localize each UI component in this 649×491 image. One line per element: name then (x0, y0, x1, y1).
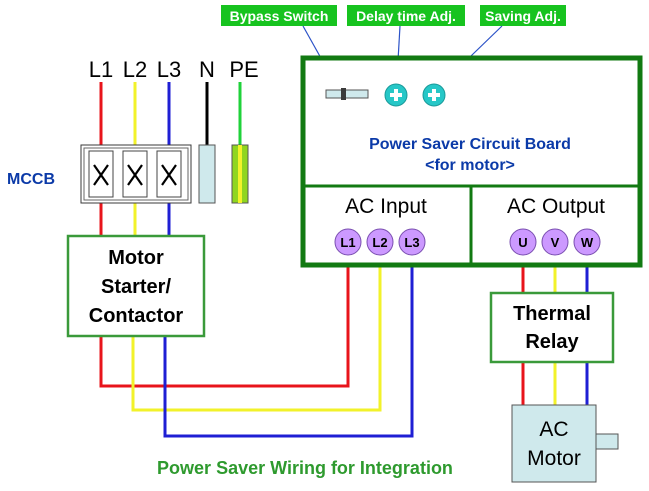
diagram-caption: Power Saver Wiring for Integration (157, 458, 453, 478)
mccb-label: MCCB (7, 171, 55, 188)
thermal-relay-line1: Thermal (513, 303, 591, 325)
ac-motor-shaft (595, 433, 619, 450)
wire-l2-to-board (131, 254, 382, 412)
terminal-out-w-label: W (581, 235, 594, 250)
supply-label-l3: L3 (157, 57, 181, 82)
motor-starter-line3: Contactor (89, 305, 184, 327)
ac-motor-line1: AC (539, 418, 568, 441)
terminal-out-u-label: U (518, 235, 527, 250)
plus-icon-vertical (394, 89, 398, 101)
callout-bypass: Bypass Switch (221, 5, 337, 26)
supply-label-l2: L2 (123, 57, 147, 82)
ac-input-label: AC Input (345, 195, 427, 218)
ac-motor-body (511, 404, 597, 483)
thermal-relay-box (489, 291, 615, 364)
callout-saving-bg (480, 5, 566, 26)
bypass-switch-lever (341, 88, 346, 100)
ac-output-label: AC Output (507, 195, 605, 218)
supply-label-n: N (199, 57, 215, 82)
wire-l3-to-board (163, 254, 414, 438)
terminal-out-u (509, 228, 537, 256)
terminal-out-v-label: V (551, 235, 560, 250)
neutral-terminal (198, 144, 216, 204)
mccb-contacts (93, 164, 177, 186)
callout-saving-text: Saving Adj. (485, 8, 561, 24)
ac-motor: AC Motor (511, 404, 619, 483)
saving-knob[interactable] (422, 83, 446, 107)
terminal-out-v (541, 228, 569, 256)
earth-terminal-stripe (238, 145, 242, 203)
ac-motor-line2: Motor (527, 447, 581, 470)
wires (99, 82, 589, 438)
plus-icon-vertical (432, 89, 436, 101)
supply-label-l1: L1 (89, 57, 113, 82)
callout-delay-text: Delay time Adj. (356, 8, 456, 24)
bypass-switch-body (325, 89, 369, 99)
terminal-in-l2 (366, 228, 394, 256)
callout-delay: Delay time Adj. (347, 5, 465, 26)
terminal-in-l3-label: L3 (404, 235, 419, 250)
callout-bypass-bg (221, 5, 337, 26)
motor-starter-box (66, 234, 206, 338)
callout-bypass-text: Bypass Switch (230, 8, 329, 24)
terminal-in-l1-label: L1 (340, 235, 355, 250)
thermal-relay-line2: Relay (525, 331, 579, 353)
terminal-in-l3 (398, 228, 426, 256)
supply-labels: L1 L2 L3 N PE (89, 57, 259, 82)
board-title-line1: Power Saver Circuit Board (369, 136, 571, 153)
circuit-board: Power Saver Circuit Board <for motor> AC… (300, 55, 643, 268)
wire-l1-to-board (99, 254, 350, 388)
motor-starter-line2: Starter/ (101, 276, 171, 298)
terminal-out-w (573, 228, 601, 256)
motor-starter-line1: Motor (108, 247, 164, 269)
callout-saving: Saving Adj. (480, 5, 566, 26)
motor-starter: Motor Starter/ Contactor (66, 234, 206, 338)
input-terminals: L1 L2 L3 (334, 228, 426, 256)
output-terminals: U V W (509, 228, 601, 256)
terminal-in-l2-label: L2 (372, 235, 387, 250)
delay-time-knob[interactable] (384, 83, 408, 107)
terminal-in-l1 (334, 228, 362, 256)
callout-delay-bg (347, 5, 465, 26)
mccb (80, 144, 192, 204)
board-title-line2: <for motor> (425, 157, 515, 174)
supply-label-pe: PE (229, 57, 258, 82)
bypass-switch[interactable] (325, 88, 369, 100)
thermal-relay: Thermal Relay (489, 291, 615, 364)
